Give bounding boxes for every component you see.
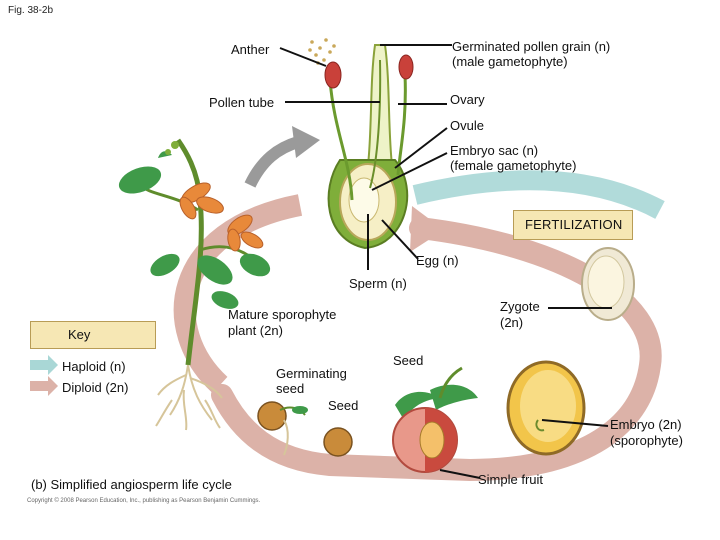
embryo-sublabel: (sporophyte) bbox=[610, 433, 683, 448]
pollen-grain-sublabel: (male gametophyte) bbox=[452, 54, 568, 69]
seed-label-top: Seed bbox=[393, 353, 424, 368]
germinating-seed-illustration bbox=[257, 401, 308, 456]
key-diploid-label: Diploid (2n) bbox=[62, 380, 129, 395]
diploid-cycle-arrow bbox=[173, 194, 662, 482]
key-title: Key bbox=[68, 327, 91, 342]
germinating-seed-label: Germinating bbox=[276, 366, 347, 381]
embryo-sac-sublabel: (female gametophyte) bbox=[450, 158, 577, 173]
zygote-label: Zygote bbox=[500, 299, 540, 314]
zygote-sublabel: (2n) bbox=[500, 315, 524, 330]
figure-caption: (b) Simplified angiosperm life cycle bbox=[31, 477, 232, 492]
second-stamen bbox=[396, 54, 414, 176]
seed-illustration bbox=[323, 427, 353, 457]
simple-fruit bbox=[392, 366, 478, 473]
mature-sporophyte-label: Mature sporophyte bbox=[228, 307, 337, 322]
anther-label: Anther bbox=[231, 42, 270, 57]
germinating-seed-sublabel: seed bbox=[276, 381, 305, 396]
figure-label: Fig. 38-2b bbox=[8, 5, 54, 16]
pollen-tube-label: Pollen tube bbox=[209, 95, 275, 110]
seed-label-bottom: Seed bbox=[328, 398, 359, 413]
flowering-plant bbox=[118, 138, 271, 366]
embryo-seed bbox=[506, 360, 586, 456]
leader-lines bbox=[279, 44, 612, 479]
pollen-grain-label: Germinated pollen grain (n) bbox=[452, 39, 611, 54]
key-diploid-swatch bbox=[30, 376, 58, 396]
copyright-text: Copyright © 2008 Pearson Education, Inc.… bbox=[27, 498, 261, 504]
anther-illustration bbox=[324, 61, 354, 201]
embryo-sac-label: Embryo sac (n) bbox=[450, 143, 539, 158]
embryo-label: Embryo (2n) bbox=[610, 417, 682, 432]
ovule-label: Ovule bbox=[450, 118, 484, 133]
mature-sporophyte-sublabel: plant (2n) bbox=[228, 323, 283, 338]
zygote-ovule bbox=[581, 247, 635, 321]
fertilization-box bbox=[513, 210, 633, 240]
key-haploid-label: Haploid (n) bbox=[62, 359, 126, 374]
pollen-grains bbox=[308, 38, 336, 65]
gray-pollination-arrow bbox=[244, 126, 320, 188]
haploid-arrow bbox=[412, 170, 665, 219]
sperm-label: Sperm (n) bbox=[349, 276, 407, 291]
key-box bbox=[30, 321, 156, 349]
simple-fruit-label: Simple fruit bbox=[478, 472, 544, 487]
key-haploid-swatch bbox=[30, 355, 58, 375]
plant-roots bbox=[155, 364, 223, 431]
fertilization-label: FERTILIZATION bbox=[525, 217, 623, 232]
egg-label: Egg (n) bbox=[416, 253, 459, 268]
ovary-label: Ovary bbox=[450, 92, 485, 107]
